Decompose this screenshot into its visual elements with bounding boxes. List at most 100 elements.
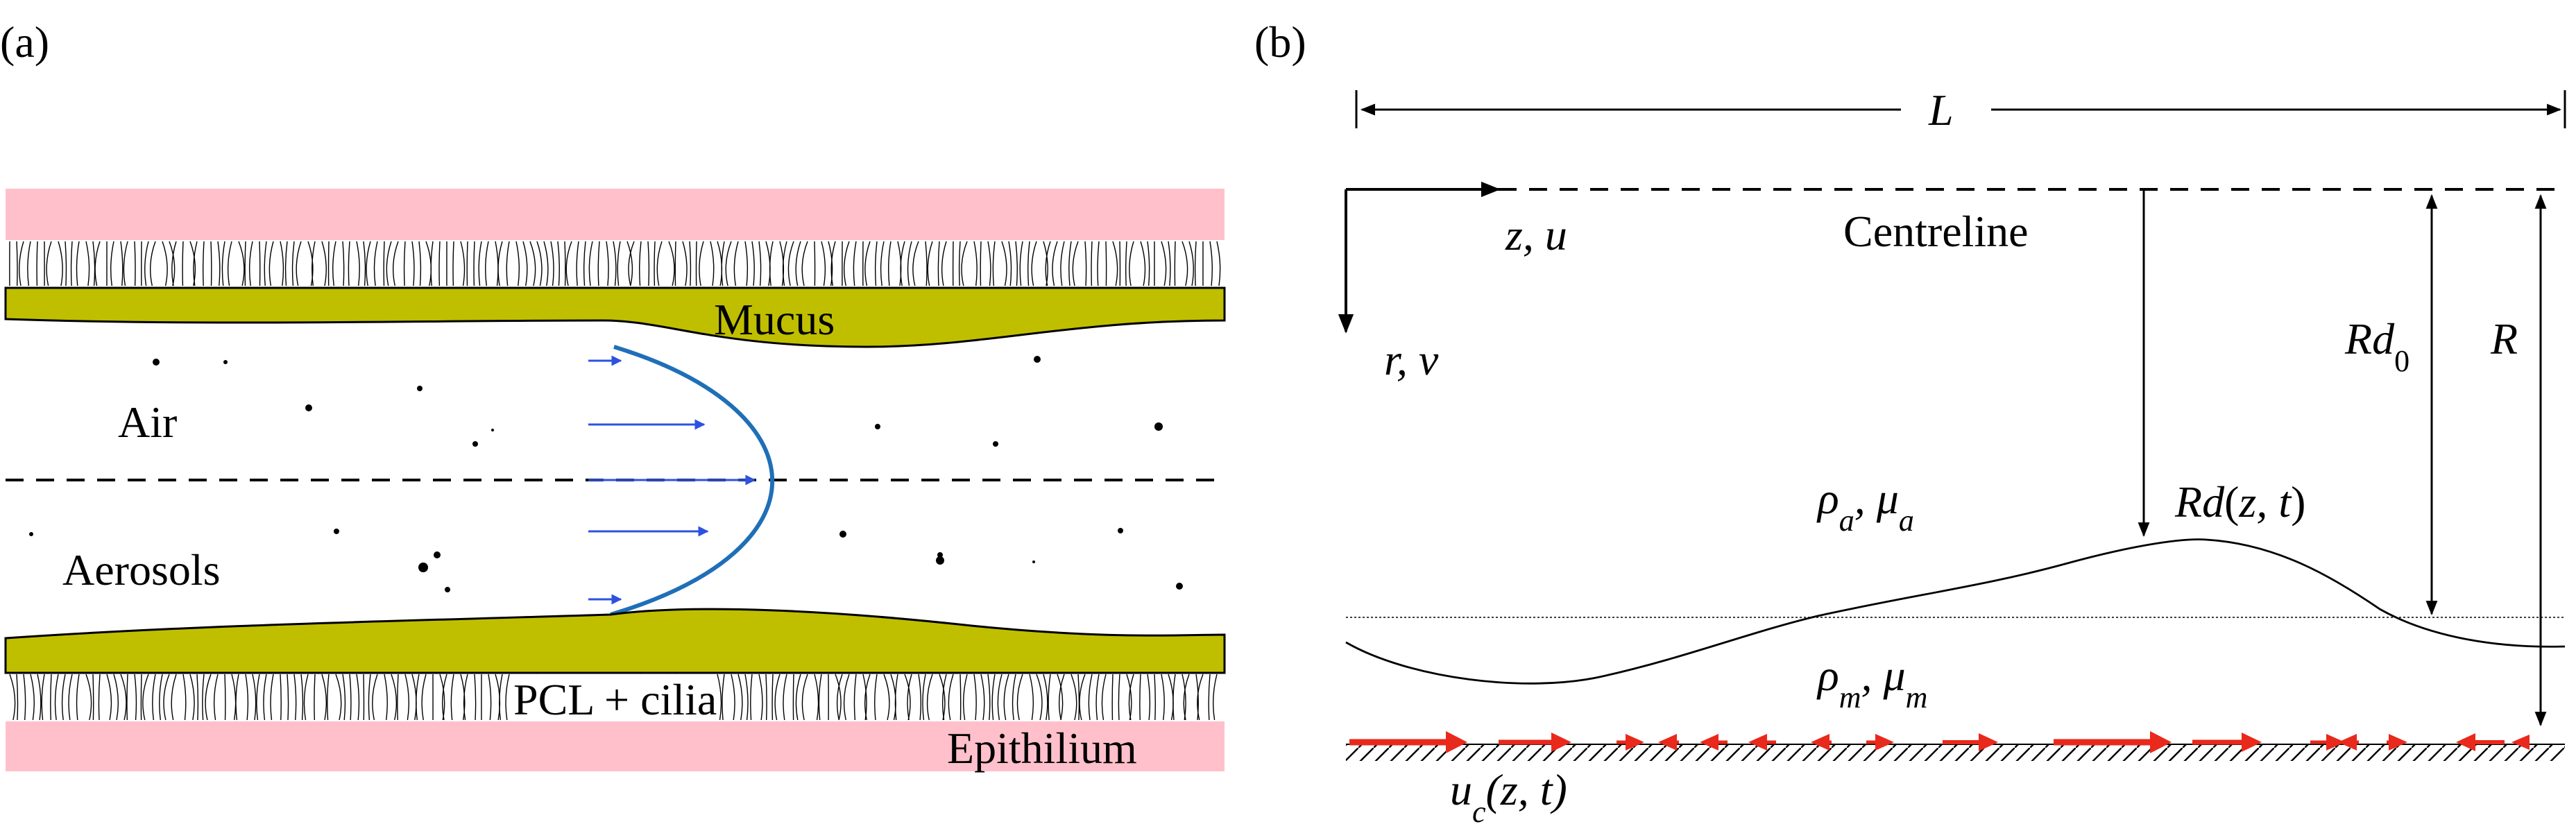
cilium — [190, 674, 194, 720]
cilium — [1096, 674, 1099, 720]
cilium — [121, 241, 123, 286]
cilium — [1028, 241, 1030, 286]
cilium — [1030, 674, 1033, 720]
cilium — [467, 241, 468, 286]
cilium — [314, 674, 315, 720]
aerosol-particle — [305, 404, 312, 411]
cilium — [1078, 674, 1079, 720]
aerosol-particle — [875, 424, 880, 429]
cilium — [772, 674, 773, 720]
cilium — [1016, 241, 1017, 286]
cilium — [153, 674, 155, 720]
cilium — [350, 674, 351, 720]
cilium — [722, 241, 724, 286]
cilium — [998, 674, 1002, 720]
cilium — [516, 241, 519, 286]
cilium — [203, 674, 204, 720]
cilium — [1017, 674, 1023, 720]
cilium — [373, 674, 377, 720]
cilium — [205, 674, 211, 720]
cilium — [77, 674, 79, 720]
cilium — [928, 241, 932, 286]
aerosol-particle — [434, 551, 441, 558]
wall-hatching — [1346, 744, 2565, 761]
cilium — [1069, 241, 1071, 286]
cilium — [475, 674, 476, 720]
cilium — [322, 674, 326, 720]
cilium — [974, 241, 977, 286]
cilium — [544, 241, 548, 286]
panel-b: (b) L z, u r, v Centreline Rd(z, t) Rd0 … — [1254, 17, 2565, 828]
cilium — [939, 674, 945, 720]
cilium — [731, 674, 735, 720]
cilium — [783, 241, 787, 286]
cilium — [28, 241, 31, 286]
cilium — [889, 241, 891, 286]
cilium — [1141, 241, 1145, 286]
cilium — [404, 241, 405, 286]
cilium — [461, 241, 464, 286]
cilium — [451, 674, 454, 720]
cilium — [296, 241, 301, 286]
cilium — [366, 241, 370, 286]
cilium — [745, 674, 748, 720]
cilium — [145, 241, 148, 286]
cilium — [752, 241, 754, 286]
cilium — [981, 674, 984, 720]
cilium — [1089, 674, 1092, 720]
cilium — [831, 241, 835, 286]
cilium — [1002, 241, 1007, 286]
cilium — [734, 241, 738, 286]
cilium — [1020, 241, 1023, 286]
air-label: Air — [118, 397, 177, 447]
cilium — [486, 241, 488, 286]
cilium — [1071, 674, 1077, 720]
air-properties-label: ρa, μa — [1816, 474, 1914, 538]
cilium — [218, 241, 220, 286]
cilium — [232, 674, 236, 720]
cilium — [1085, 241, 1086, 286]
cilium — [613, 241, 616, 286]
cilium — [322, 241, 326, 286]
cilium — [111, 241, 114, 286]
cilium — [865, 674, 870, 720]
cilium — [988, 241, 991, 286]
panel-a: (a) Mucus Air Aerosols PCL + cilia Epith… — [0, 17, 1225, 773]
cilium — [269, 241, 273, 286]
cilium — [86, 674, 92, 720]
cilium — [412, 674, 416, 720]
cilium — [819, 674, 821, 720]
cilium — [1213, 674, 1217, 720]
aerosol-particle — [1034, 356, 1041, 363]
cilium — [793, 674, 794, 720]
cilium — [1061, 241, 1064, 286]
cilium — [751, 674, 752, 720]
cilium — [264, 674, 266, 720]
cilium — [19, 241, 24, 286]
cilium — [171, 674, 176, 720]
cilium — [24, 674, 26, 720]
mucus-properties-label: ρm, μm — [1816, 651, 1927, 714]
cilium — [10, 674, 15, 720]
cilium — [802, 241, 808, 286]
aerosol-particle — [223, 360, 228, 364]
cilium — [214, 674, 218, 720]
cilium — [348, 241, 350, 286]
cilium — [1106, 241, 1107, 286]
cilium — [336, 674, 341, 720]
cilium — [770, 241, 773, 286]
cilium — [222, 241, 225, 286]
cilium — [796, 241, 801, 286]
cilium — [876, 241, 877, 286]
cilium — [62, 674, 65, 720]
cilium — [796, 674, 801, 720]
cilium — [56, 674, 58, 720]
aerosol-particle — [417, 386, 423, 391]
cilium — [357, 674, 359, 720]
aerosol-particle — [491, 429, 494, 431]
cilium — [364, 241, 365, 286]
cilium — [775, 674, 780, 720]
cilium — [141, 674, 142, 720]
cilium — [699, 241, 703, 286]
